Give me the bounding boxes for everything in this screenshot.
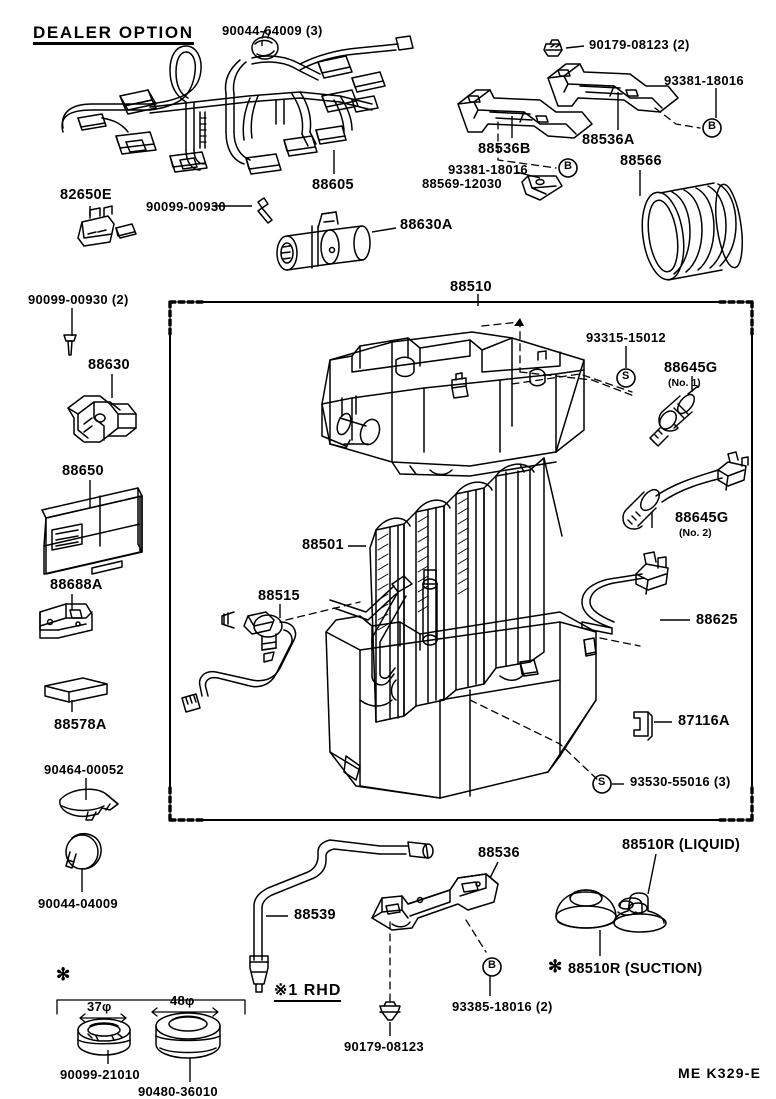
dimension-37phi: 37φ: [87, 999, 112, 1014]
label-90179-08123-bottom: 90179-08123: [344, 1039, 424, 1054]
rhd-note: ※1 RHD: [274, 983, 342, 1002]
leader-dashes-88515: [285, 601, 361, 621]
harness-88625-artwork: [581, 551, 669, 635]
circle-marker-s-1: S: [622, 370, 630, 382]
label-88536b: 88536B: [478, 141, 531, 157]
bracket-88536b-artwork: [457, 89, 593, 139]
label-93385-18016: 93385-18016 (2): [452, 999, 553, 1014]
label-90044-04009: 90044-04009: [38, 896, 118, 911]
nut-90179-artwork: [543, 39, 563, 57]
label-88578a: 88578A: [54, 717, 107, 733]
label-88539: 88539: [294, 907, 336, 923]
label-88569-12030: 88569-12030: [422, 176, 502, 191]
amplifier-unit-artwork: [257, 197, 371, 271]
bracket-88688a-artwork: [39, 603, 93, 639]
asterisk-grommets: ✻: [56, 965, 71, 984]
grommet-suction-artwork: [555, 889, 617, 929]
label-90179-08123-top: 90179-08123 (2): [589, 37, 690, 52]
label-88645g-no1-sub: (No. 1): [668, 377, 701, 389]
label-88645g-no2-sub: (No. 2): [679, 527, 712, 539]
cooler-unit-box-corner-marks: [168, 300, 754, 822]
relay-connector-artwork: [77, 205, 137, 247]
label-88625: 88625: [696, 612, 738, 628]
circle-marker-s-2: S: [598, 776, 606, 788]
leader-dashes-b-markers: [465, 107, 701, 953]
grommet-90480-36010-artwork: [155, 1012, 221, 1059]
label-88630: 88630: [88, 357, 130, 373]
label-90099-00930-2: 90099-00930 (2): [28, 292, 129, 307]
circle-marker-b-2: B: [564, 160, 573, 172]
dimension-48phi: 48φ: [170, 993, 195, 1008]
insulator-88578a-artwork: [44, 677, 108, 703]
label-88605: 88605: [312, 177, 354, 193]
label-88650: 88650: [62, 463, 104, 479]
label-90099-00930: 90099-00930: [146, 199, 226, 214]
bracket-88536-bottom-artwork: [371, 873, 499, 931]
grommet-liquid-artwork: [613, 892, 667, 933]
leader-dashes-93530: [469, 637, 641, 783]
label-88688a: 88688A: [50, 577, 103, 593]
cooler-case-lower-artwork: [325, 611, 597, 799]
expansion-valve-artwork: [181, 611, 297, 713]
circle-marker-b-1: B: [708, 120, 717, 132]
cooler-case-artwork: [321, 331, 585, 477]
label-82650e: 82650E: [60, 187, 112, 203]
page-title: DEALER OPTION: [33, 24, 194, 45]
label-88510r-suction: 88510R (SUCTION): [568, 961, 703, 977]
label-88510r-liquid: 88510R (LIQUID): [622, 837, 741, 853]
label-88501: 88501: [302, 537, 344, 553]
pipe-88539-artwork: [249, 839, 434, 993]
sensor-no1-artwork: [649, 385, 699, 447]
footer-code: ME K329-E: [678, 1065, 762, 1081]
label-88536-bottom: 88536: [478, 845, 520, 861]
label-90044-64009: 90044-64009 (3): [222, 23, 323, 38]
clip-87116a-artwork: [633, 711, 653, 741]
circle-marker-b-3: B: [488, 959, 497, 971]
label-90464-00052: 90464-00052: [44, 762, 124, 777]
circle-marker-shapes: [482, 118, 722, 977]
harness-connectors: [77, 29, 414, 175]
label-93315-15012: 93315-15012: [586, 330, 666, 345]
label-87116a: 87116A: [678, 713, 730, 729]
nut-90179-bottom-artwork: [379, 1001, 401, 1021]
label-88645g-no2: 88645G: [675, 510, 729, 526]
label-93381-18016-left: 93381-18016: [448, 162, 528, 177]
label-90099-21010: 90099-21010: [60, 1067, 140, 1082]
label-88630a: 88630A: [400, 217, 453, 233]
clamp-88569-artwork: [521, 175, 563, 201]
grommet-90099-21010-artwork: [77, 1018, 131, 1056]
bracket-88536a-artwork: [547, 63, 679, 113]
label-88536a: 88536A: [582, 132, 635, 148]
dimension-markers: [56, 999, 246, 1023]
sensor-no2-artwork: [622, 451, 749, 530]
label-88566: 88566: [620, 153, 662, 169]
label-88645g-no1: 88645G: [664, 360, 718, 376]
label-88515: 88515: [258, 588, 300, 604]
asterisk-suction: ✻: [548, 957, 563, 976]
label-93381-18016-right: 93381-18016: [664, 73, 744, 88]
duct-hose-artwork: [641, 182, 743, 281]
clip-90464-artwork: [59, 788, 119, 821]
label-88510: 88510: [450, 279, 492, 295]
label-93530-55016: 93530-55016 (3): [630, 774, 731, 789]
ecu-amplifier-artwork: [41, 487, 143, 575]
